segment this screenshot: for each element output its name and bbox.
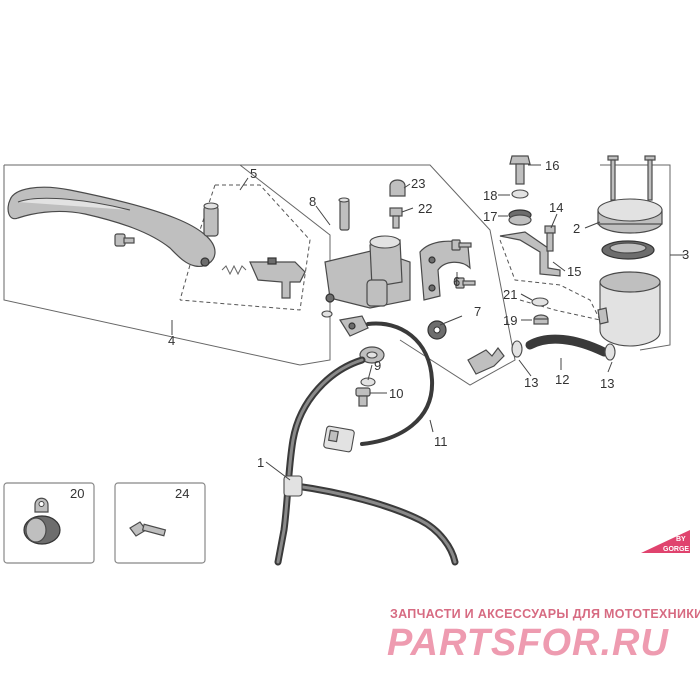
reservoir-grommet-17-icon [508,209,532,226]
reservoir-washer-21-icon [531,297,549,307]
callout-18: 18 [483,188,497,203]
reservoir-hose-12-icon [525,334,609,357]
callout-20: 20 [70,486,84,501]
master-cylinder-body-icon [324,235,411,309]
small-washer-icon [321,310,333,318]
banjo-bolt-icon [355,387,371,407]
inset-box-24 [114,482,206,564]
lever-screw-icon [114,233,135,247]
callout-22: 22 [418,201,432,216]
handlebar-clamp-icon [419,240,471,301]
badge-line2: GORGE [663,546,689,553]
clamp-screw-lower-icon [455,277,476,289]
banjo-washer-icon [360,377,376,387]
hose-splitter-icon [283,475,303,497]
callout-4: 4 [168,333,175,348]
bleeder-cap-icon [389,179,406,197]
callout-24: 24 [175,486,189,501]
reservoir-screw-16-icon [509,155,531,185]
badge-line1: BY [676,536,686,543]
callout-1: 1 [257,455,264,470]
leader-lines [171,164,685,481]
callout-2: 2 [573,221,580,236]
elbow-fitting-icon [467,347,505,375]
brake-switch-icon [339,315,369,337]
callout-6: 6 [453,274,460,289]
callout-10: 10 [389,386,403,401]
callout-12: 12 [555,372,569,387]
by-gorge-badge: BY GORGE [641,530,690,553]
callout-16: 16 [545,158,559,173]
assembly-outline-pump [240,164,516,386]
dashed-outline-lever-detail [179,184,311,311]
callout-3: 3 [682,247,689,262]
lever-pivot-bushing-icon [203,202,219,237]
hose-clamp-right-icon [604,343,616,361]
hose-clamp-left-icon [511,340,523,358]
callout-15: 15 [567,264,581,279]
reservoir-bracket-15-icon [499,231,561,277]
callout-23: 23 [411,176,425,191]
callout-21: 21 [503,287,517,302]
callout-13-right: 13 [600,376,614,391]
wire-connector-icon [323,425,355,453]
bracket-screw-14-icon [544,225,556,252]
assembly-outline-lever [3,164,331,366]
bleeder-screw-icon [389,207,403,229]
pushrod-pin-icon [338,197,350,231]
fluid-reservoir-icon [597,271,661,347]
callout-17: 17 [483,209,497,224]
callout-9: 9 [374,358,381,373]
watermark-tagline: ЗАПЧАСТИ И АКСЕССУАРЫ ДЛЯ МОТОТЕХНИКИ [390,607,700,621]
switch-wire-icon [360,321,435,446]
lever-spring-icon [221,264,247,276]
clamp-screw-upper-icon [451,239,472,251]
reservoir-cap-icon [597,198,663,234]
inset-box-20 [3,482,95,564]
callout-14: 14 [549,200,563,215]
adjuster-bracket-icon [249,257,306,299]
callout-7: 7 [474,304,481,319]
brake-lever-icon [7,186,216,267]
boot-seal-icon [427,320,447,340]
cap-screws-icon [607,155,656,201]
callout-11: 11 [434,434,448,449]
reservoir-nut-19-icon [533,314,549,325]
watermark-brand: PARTSFOR.RU [387,622,669,664]
callout-labels: 1 2 3 4 5 6 7 8 9 10 11 12 13 13 14 15 1… [70,158,689,501]
banjo-fitting-icon [359,346,385,364]
brake-hose-icon [274,356,459,566]
reservoir-diaphragm-icon [601,240,655,260]
callout-5: 5 [250,166,257,181]
partsfor-watermark: ЗАПЧАСТИ И АКСЕССУАРЫ ДЛЯ МОТОТЕХНИКИ PA… [387,607,700,664]
dashed-outline-reservoir-cap [499,239,601,321]
callout-19: 19 [503,313,517,328]
reservoir-washer-18-icon [511,189,529,199]
callout-8: 8 [309,194,316,209]
callout-13-left: 13 [524,375,538,390]
